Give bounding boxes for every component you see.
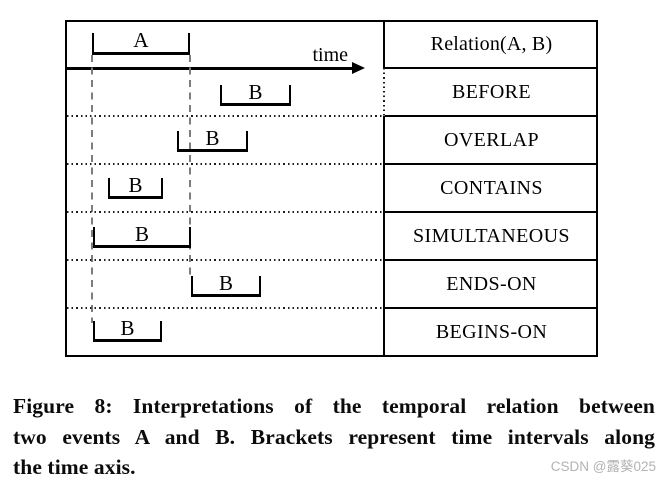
interval-a-bracket bbox=[92, 33, 190, 55]
relation-label-begins-on: BEGINS-ON bbox=[435, 321, 548, 343]
relation-label-overlap: OVERLAP bbox=[443, 128, 540, 151]
caption-line-2: two events A and B. Brackets represent t… bbox=[13, 424, 655, 449]
row-divider-dotted bbox=[67, 307, 383, 309]
caption-line-1: Figure 8: Interpretations of the tempora… bbox=[13, 394, 655, 418]
relation-label-before: BEFORE bbox=[451, 80, 532, 103]
relation-column-header: Relation(A, B) bbox=[430, 32, 553, 55]
time-axis-line bbox=[65, 67, 353, 70]
watermark: CSDN @露葵025 bbox=[550, 459, 656, 474]
interval-b-label-ends-on: B bbox=[218, 271, 233, 295]
interval-b-bracket-simultaneous bbox=[93, 227, 191, 248]
row-divider-solid bbox=[385, 115, 598, 117]
caption-line-3: the time axis. bbox=[13, 455, 136, 479]
relation-label-contains: CONTAINS bbox=[440, 176, 543, 199]
row-divider-dotted bbox=[67, 115, 383, 117]
interval-b-bracket-overlap bbox=[177, 131, 248, 152]
relation-label-ends-on: ENDS-ON bbox=[446, 272, 537, 295]
row-divider-solid bbox=[385, 163, 598, 165]
relation-label-simultaneous: SIMULTANEOUS bbox=[413, 224, 570, 247]
row-divider-solid bbox=[385, 211, 598, 213]
figure-caption: Figure 8: Interpretations of the tempora… bbox=[13, 391, 655, 483]
row-divider-solid bbox=[385, 259, 598, 261]
row-divider-dotted bbox=[67, 211, 383, 213]
interval-a-label: A bbox=[133, 28, 149, 52]
time-arrowhead-icon bbox=[352, 62, 365, 74]
column-divider-top bbox=[383, 20, 385, 68]
interval-b-bracket-begins-on bbox=[93, 321, 162, 342]
interval-b-label-before: B bbox=[248, 80, 263, 104]
guide-line-a-start bbox=[91, 55, 93, 323]
row-divider-dotted bbox=[67, 163, 383, 165]
interval-b-label-overlap: B bbox=[205, 126, 220, 150]
interval-b-bracket-before bbox=[220, 85, 291, 106]
interval-b-bracket-ends-on bbox=[191, 276, 261, 297]
column-divider-bottom bbox=[383, 116, 385, 357]
row-divider-solid bbox=[385, 307, 598, 309]
interval-b-label-begins-on: B bbox=[120, 316, 135, 340]
time-axis-label: time bbox=[312, 44, 348, 66]
guide-line-a-end bbox=[189, 55, 191, 278]
interval-b-label-simultaneous: B bbox=[134, 222, 149, 246]
column-divider-dotted bbox=[383, 68, 385, 116]
row-divider-dotted bbox=[67, 259, 383, 261]
header-separator-right bbox=[385, 67, 598, 69]
interval-b-label-contains: B bbox=[128, 173, 143, 197]
figure-8-diagram: time A B B B B B bbox=[65, 20, 598, 357]
table-border bbox=[65, 20, 598, 357]
interval-b-bracket-contains bbox=[108, 178, 163, 199]
